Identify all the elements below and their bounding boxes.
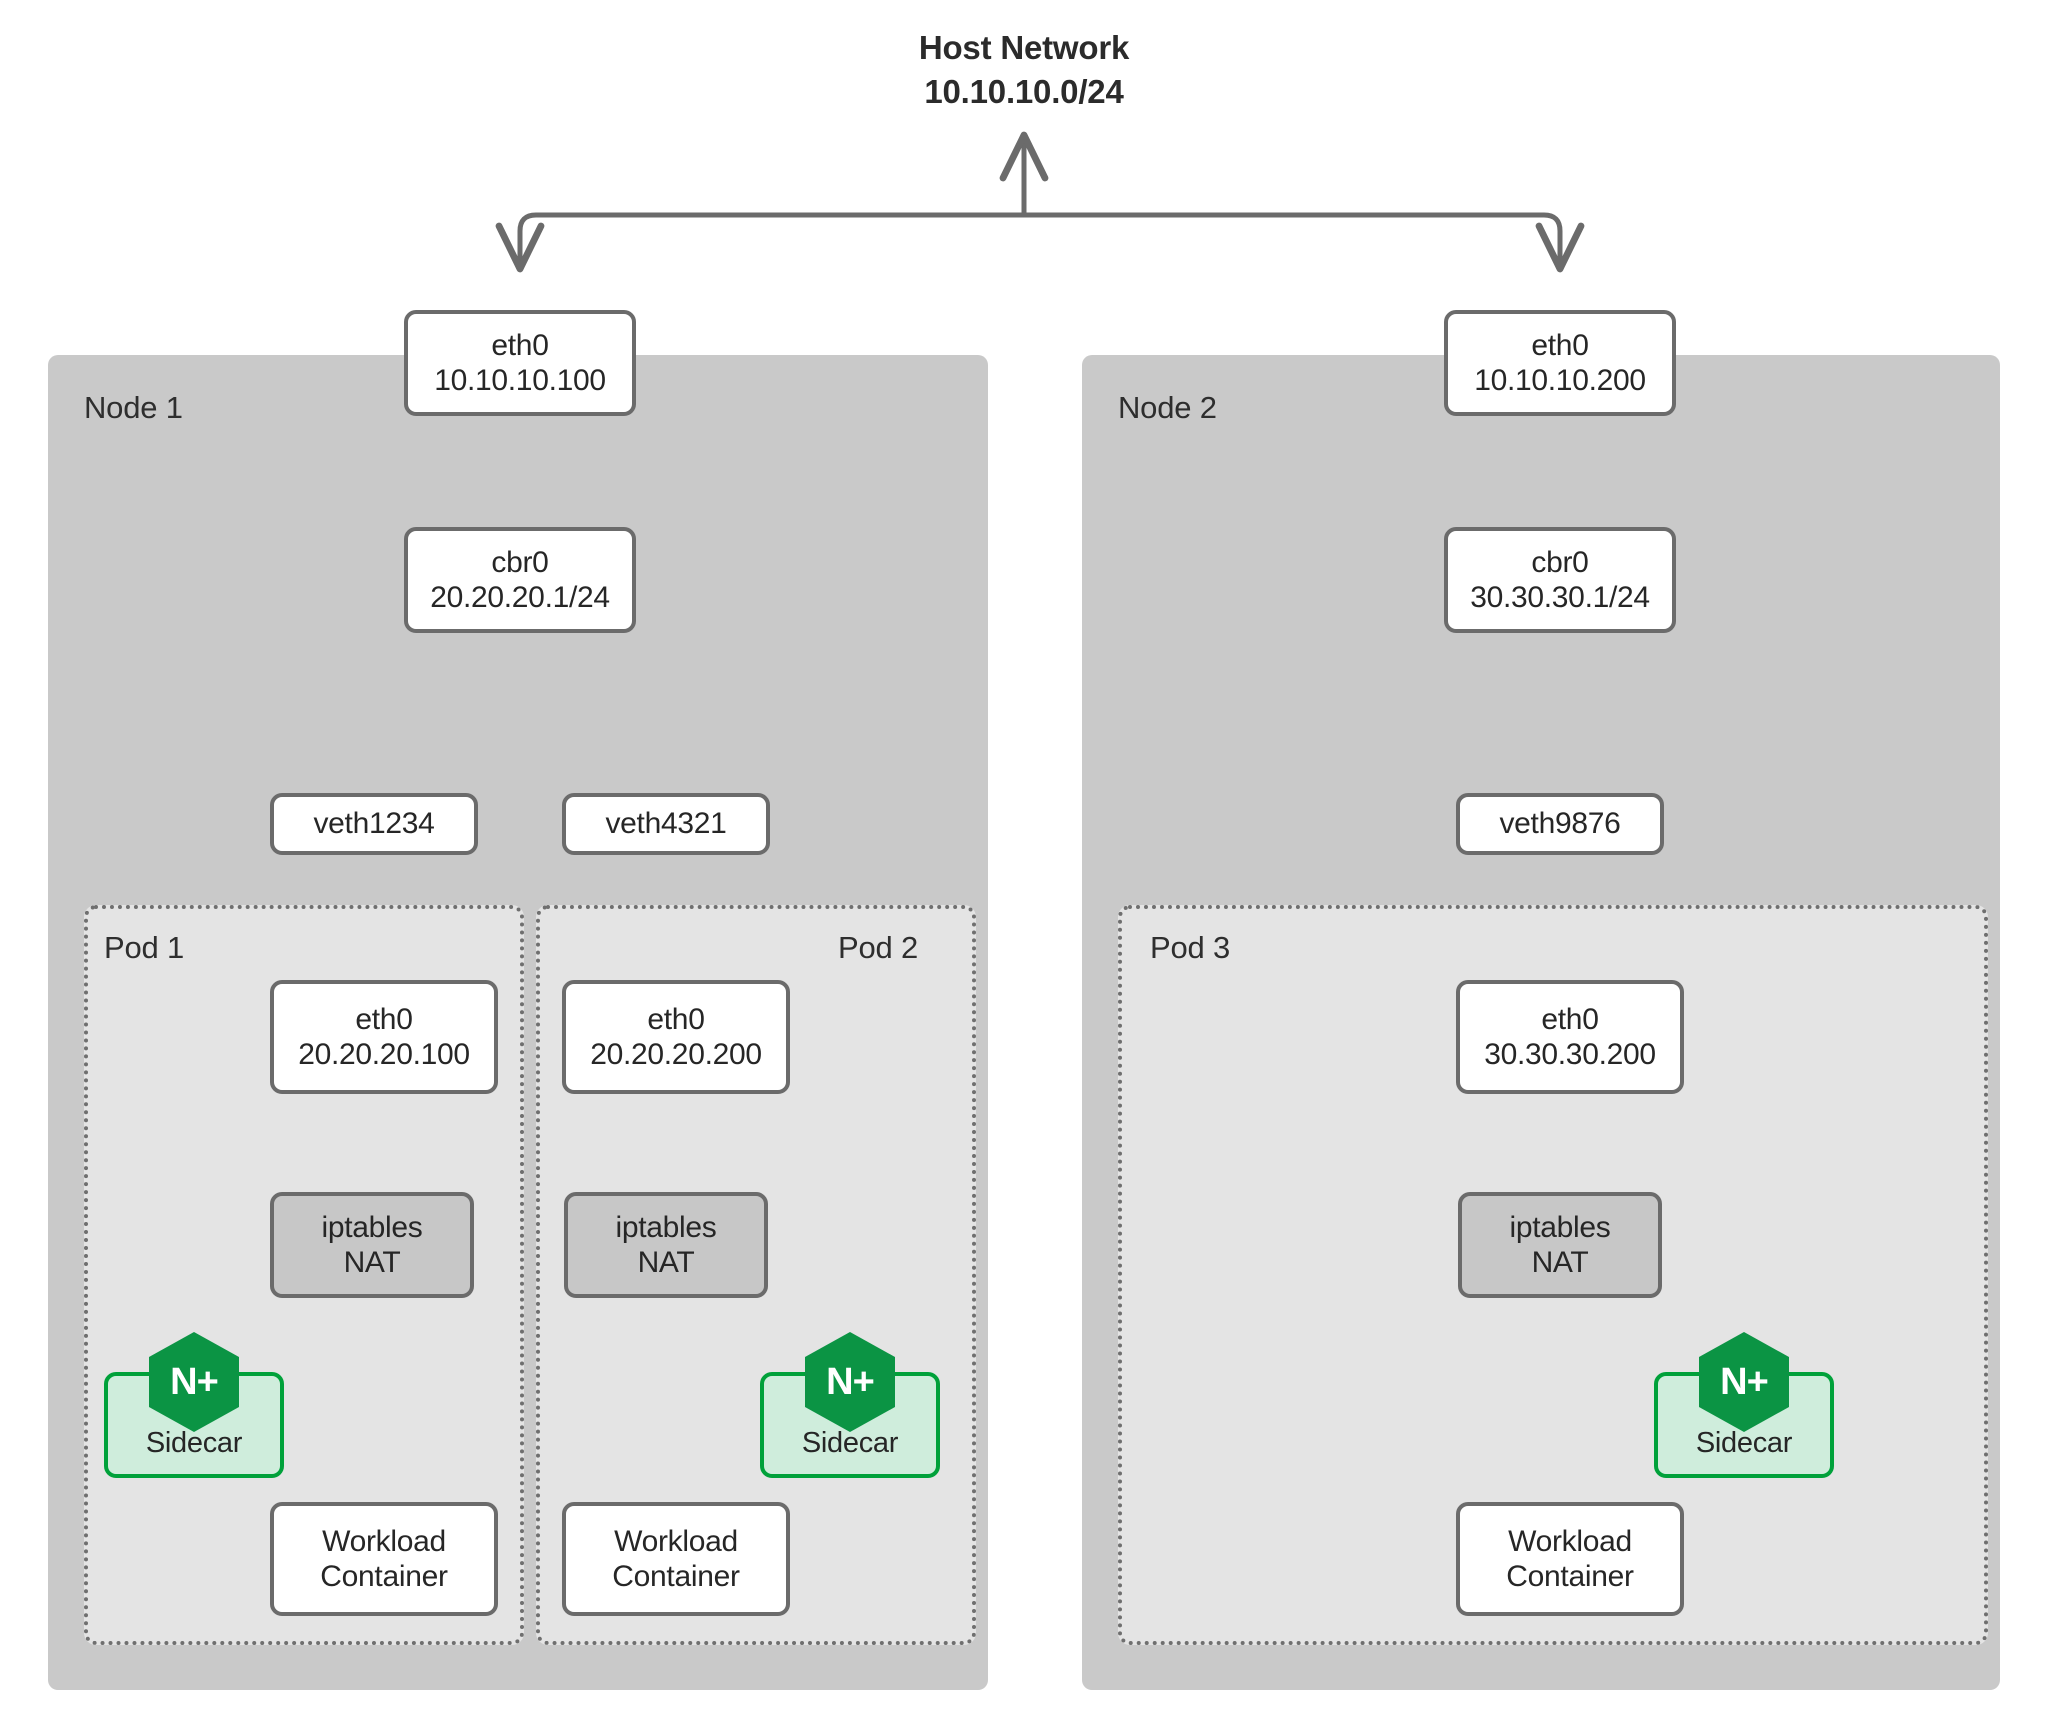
wire-host-to-node2 [1021, 212, 1585, 273]
pod-1-eth0-box[interactable]: eth0 20.20.20.100 [270, 980, 498, 1094]
pod-2-sidecar-badge-text: N+ [826, 1360, 875, 1403]
pod-2-sidecar-label: Sidecar [801, 1427, 899, 1459]
node-2-cbr0-ip: 30.30.30.1/24 [1470, 581, 1650, 614]
node-1-eth0-ip: 10.10.10.100 [434, 364, 606, 397]
pod-1-eth0-name: eth0 [355, 1002, 413, 1036]
pod-1-workload-box[interactable]: Workload Container [270, 1502, 498, 1616]
node-2-eth0-name: eth0 [1531, 328, 1589, 362]
node-1-cbr0-ip: 20.20.20.1/24 [430, 581, 610, 614]
pod-3-eth0-name: eth0 [1541, 1002, 1599, 1036]
pod-3-eth0-box[interactable]: eth0 30.30.30.200 [1456, 980, 1684, 1094]
node-2-label: Node 2 [1118, 390, 1217, 425]
pod-2-iptables-line2: NAT [637, 1246, 695, 1279]
node-1-veth1234-label: veth1234 [313, 807, 435, 841]
pod-1-eth0-ip: 20.20.20.100 [298, 1038, 470, 1071]
node-2-eth0-box[interactable]: eth0 10.10.10.200 [1444, 310, 1676, 416]
node-1-cbr0-box[interactable]: cbr0 20.20.20.1/24 [404, 527, 636, 633]
pod-3-iptables-nat-box[interactable]: iptables NAT [1458, 1192, 1662, 1298]
pod-1-sidecar-badge-text: N+ [170, 1360, 219, 1403]
node-1-label: Node 1 [84, 390, 183, 425]
node-1-veth1234-box[interactable]: veth1234 [270, 793, 478, 855]
node-1-cbr0-name: cbr0 [491, 545, 549, 579]
pod-2-eth0-box[interactable]: eth0 20.20.20.200 [562, 980, 790, 1094]
node-1-eth0-box[interactable]: eth0 10.10.10.100 [404, 310, 636, 416]
pod-1-iptables-nat-box[interactable]: iptables NAT [270, 1192, 474, 1298]
pod-2-workload-box[interactable]: Workload Container [562, 1502, 790, 1616]
pod-2-iptables-nat-box[interactable]: iptables NAT [564, 1192, 768, 1298]
pod-1-workload-line2: Container [320, 1560, 448, 1593]
node-1-veth4321-label: veth4321 [605, 807, 727, 841]
pod-1-iptables-line2: NAT [343, 1246, 401, 1279]
host-network-title-line2: 10.10.10.0/24 [924, 72, 1124, 110]
node-2-eth0-ip: 10.10.10.200 [1474, 364, 1646, 397]
node-2-cbr0-box[interactable]: cbr0 30.30.30.1/24 [1444, 527, 1676, 633]
pod-2-iptables-line1: iptables [615, 1210, 717, 1244]
node-1-eth0-name: eth0 [491, 328, 549, 362]
pod-2-eth0-name: eth0 [647, 1002, 705, 1036]
pod-1-iptables-line1: iptables [321, 1210, 423, 1244]
pod-2-label: Pod 2 [838, 930, 919, 965]
node-1-veth4321-box[interactable]: veth4321 [562, 793, 770, 855]
pod-1-sidecar-box[interactable]: Sidecar [104, 1372, 284, 1478]
pod-3-workload-box[interactable]: Workload Container [1456, 1502, 1684, 1616]
pod-1-label: Pod 1 [104, 930, 185, 965]
pod-1-workload-line1: Workload [322, 1524, 446, 1558]
pod-3-workload-line1: Workload [1508, 1524, 1632, 1558]
pod-1-sidecar-label: Sidecar [145, 1427, 243, 1459]
pod-3-sidecar-badge-text: N+ [1720, 1360, 1769, 1403]
node-2-cbr0-name: cbr0 [1531, 545, 1589, 579]
pod-3-workload-line2: Container [1506, 1560, 1634, 1593]
pod-2-workload-line2: Container [612, 1560, 740, 1593]
pod-3-iptables-line2: NAT [1531, 1246, 1589, 1279]
pod-3-label: Pod 3 [1150, 930, 1231, 965]
pod-3-sidecar-label: Sidecar [1695, 1427, 1793, 1459]
host-network-title: Host Network 10.10.10.0/24 [824, 26, 1224, 113]
node-2-veth9876-box[interactable]: veth9876 [1456, 793, 1664, 855]
wire-host-to-node1 [495, 212, 1027, 273]
pod-3-eth0-ip: 30.30.30.200 [1484, 1038, 1656, 1071]
pod-3-iptables-line1: iptables [1509, 1210, 1611, 1244]
pod-2-eth0-ip: 20.20.20.200 [590, 1038, 762, 1071]
host-network-title-line1: Host Network [918, 29, 1130, 66]
pod-2-workload-line1: Workload [614, 1524, 738, 1558]
node-2-veth9876-label: veth9876 [1499, 807, 1621, 841]
